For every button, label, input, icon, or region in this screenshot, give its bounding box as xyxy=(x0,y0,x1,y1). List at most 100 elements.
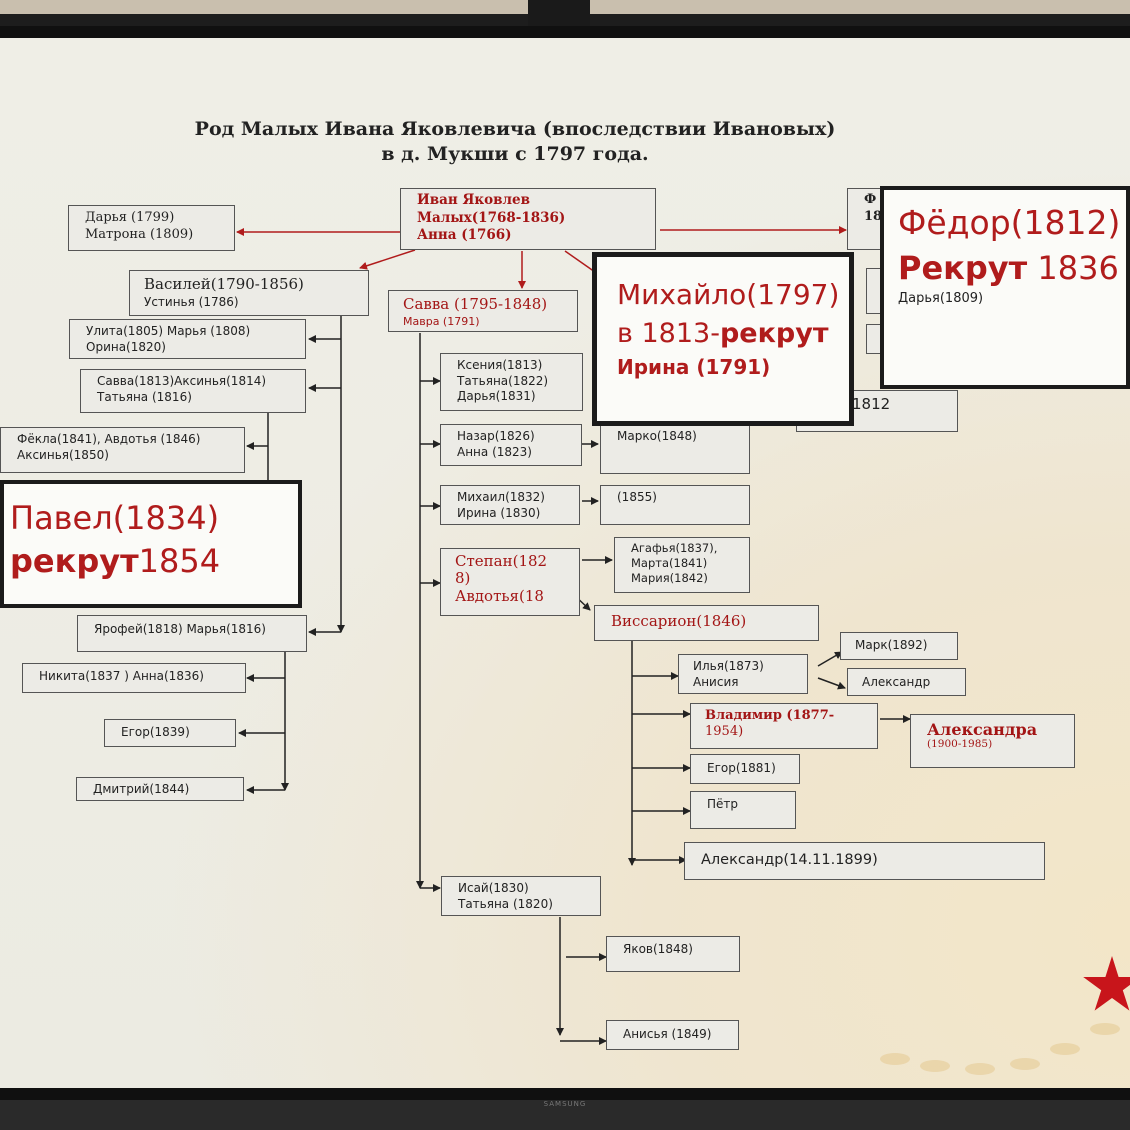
node-text: Агафья(1837), xyxy=(631,541,718,555)
node-mark: Марк(1892) xyxy=(840,632,958,660)
overlay-text: рекрут xyxy=(719,317,829,349)
node-text: 1812 xyxy=(852,395,891,413)
node-text: Владимир (1877- xyxy=(705,708,835,723)
laurel-decoration xyxy=(965,1063,995,1075)
slide-title: Род Малых Ивана Яковлевича (впоследствии… xyxy=(194,118,836,140)
node-text: Савва (1795-1848) xyxy=(403,295,548,313)
overlay-text: 1836 xyxy=(1027,248,1119,287)
node-text: Матрона (1809) xyxy=(85,226,194,242)
node-text: Степан(182 xyxy=(455,552,548,570)
node-vladimir: Владимир (1877- 1954) xyxy=(690,703,878,749)
node-ulita: Улита(1805) Марья (1808) Орина(1820) xyxy=(69,319,306,359)
node-vasiliy: Василей(1790-1856) Устинья (1786) xyxy=(129,270,369,316)
node-ilya: Илья(1873) Анисия xyxy=(678,654,808,694)
root-years: Малых(1768-1836) xyxy=(417,209,566,226)
laurel-decoration xyxy=(1050,1043,1080,1055)
laurel-decoration xyxy=(920,1060,950,1072)
node-text: Назар(1826) xyxy=(457,429,535,443)
node-text: Марта(1841) xyxy=(631,555,708,570)
node-text: Виссарион(1846) xyxy=(611,612,747,630)
node-text: Пётр xyxy=(707,797,739,811)
node-aleksandr-1899: Александр(14.11.1899) xyxy=(684,842,1045,880)
node-stepan: Степан(182 8) Авдотья(18 xyxy=(440,548,580,616)
node-text: 8) xyxy=(455,569,471,588)
overlay-text: Ирина (1791) xyxy=(617,354,771,379)
overlay-text: Павел(1834) xyxy=(10,499,220,537)
node-nazar: Назар(1826) Анна (1823) xyxy=(440,424,582,466)
node-aleksandra: Александра (1900-1985) xyxy=(910,714,1075,768)
node-text: Мавра (1791) xyxy=(403,314,480,328)
node-text: Александр(14.11.1899) xyxy=(701,852,878,868)
node-text: (1855) xyxy=(617,490,657,504)
root-name: Иван Яковлев xyxy=(417,192,530,208)
node-text: Савва(1813)Аксинья(1814) xyxy=(97,374,267,388)
overlay-fedor: Фёдор(1812) Рекрут 1836 Дарья(1809) xyxy=(880,186,1130,389)
node-anisya: Анисья (1849) xyxy=(606,1020,739,1050)
overlay-text: Фёдор(1812) xyxy=(898,203,1121,242)
node-text: Илья(1873) xyxy=(693,659,764,673)
node-text: Улита(1805) Марья (1808) xyxy=(86,324,251,338)
overlay-text: Михайло(1797) xyxy=(617,278,840,311)
node-savva: Савва (1795-1848) Мавра (1791) xyxy=(388,290,578,332)
node-text: Устинья (1786) xyxy=(144,294,239,309)
node-marko: Марко(1848) xyxy=(600,424,750,474)
laurel-decoration xyxy=(1090,1023,1120,1035)
overlay-text: 1854 xyxy=(138,541,221,580)
node-mikhail: Михаил(1832) Ирина (1830) xyxy=(440,485,580,525)
node-text: Авдотья(18 xyxy=(455,586,544,605)
node-text: Ирина (1830) xyxy=(457,505,541,520)
node-nikita: Никита(1837 ) Анна(1836) xyxy=(22,663,246,693)
node-text: Александр xyxy=(862,675,931,689)
node-text: Дарья (1799) xyxy=(85,210,175,225)
overlay-text: Дарья(1809) xyxy=(898,291,984,307)
node-text: Мария(1842) xyxy=(631,570,708,585)
overlay-text: в 1813- xyxy=(617,317,720,349)
node-dmitriy: Дмитрий(1844) xyxy=(76,777,244,801)
node-text: Василей(1790-1856) xyxy=(144,275,304,293)
node-text: Ярофей(1818) Марья(1816) xyxy=(94,622,266,636)
node-text: Александра xyxy=(927,720,1038,739)
node-text: Яков(1848) xyxy=(623,942,693,956)
node-text: Ксения(1813) xyxy=(457,358,543,372)
node-text: Анна (1823) xyxy=(457,444,532,459)
node-1855: (1855) xyxy=(600,485,750,525)
node-text: Анисья (1849) xyxy=(623,1027,712,1041)
node-text: Татьяна(1822) xyxy=(457,373,549,388)
node-text: Егор(1839) xyxy=(121,725,190,739)
node-petr: Пётр xyxy=(690,791,796,829)
node-text: 1954) xyxy=(705,723,744,739)
node-egor-1839: Егор(1839) xyxy=(104,719,236,747)
node-text: Татьяна (1820) xyxy=(458,896,553,911)
node-text: (1900-1985) xyxy=(927,737,993,750)
node-text: Марко(1848) xyxy=(617,429,697,443)
node-text: Анисия xyxy=(693,674,739,689)
overlay-mikhaylo: Михайло(1797) в 1813-рекрут Ирина (1791) xyxy=(592,252,854,426)
node-yarofey: Ярофей(1818) Марья(1816) xyxy=(77,615,307,652)
node-text: Марк(1892) xyxy=(855,638,928,652)
node-root-ivan: Иван Яковлев Малых(1768-1836) Анна (1766… xyxy=(400,188,656,250)
node-fekla: Фёкла(1841), Авдотья (1846) Аксинья(1850… xyxy=(0,427,245,473)
node-egor-1881: Егор(1881) xyxy=(690,754,800,784)
node-kseniya: Ксения(1813) Татьяна(1822) Дарья(1831) xyxy=(440,353,583,411)
node-text: Орина(1820) xyxy=(86,339,166,354)
slide-subtitle: в д. Мукши с 1797 года. xyxy=(381,143,649,165)
node-text: Исай(1830) xyxy=(458,881,529,895)
node-agafya: Агафья(1837), Марта(1841) Мария(1842) xyxy=(614,537,750,593)
node-yakov: Яков(1848) xyxy=(606,936,740,972)
node-text: Татьяна (1816) xyxy=(97,389,192,404)
overlay-text: рекрут xyxy=(10,541,139,580)
tv-stand-area xyxy=(0,1100,1130,1130)
node-text: Никита(1837 ) Анна(1836) xyxy=(39,669,204,683)
node-vissarion: Виссарион(1846) xyxy=(594,605,819,641)
node-text: Егор(1881) xyxy=(707,761,776,775)
overlay-pavel: Павел(1834) рекрут1854 xyxy=(0,480,302,608)
node-text: Ф xyxy=(864,192,877,207)
overlay-text: Рекрут xyxy=(898,248,1028,287)
node-darya: Дарья (1799) Матрона (1809) xyxy=(68,205,235,251)
laurel-decoration xyxy=(1010,1058,1040,1070)
node-text: Фёкла(1841), Авдотья (1846) xyxy=(17,432,201,446)
node-text: Дмитрий(1844) xyxy=(93,782,190,796)
node-savva-1813: Савва(1813)Аксинья(1814) Татьяна (1816) xyxy=(80,369,306,413)
node-text: Дарья(1831) xyxy=(457,389,536,404)
tv-mount xyxy=(528,0,590,30)
